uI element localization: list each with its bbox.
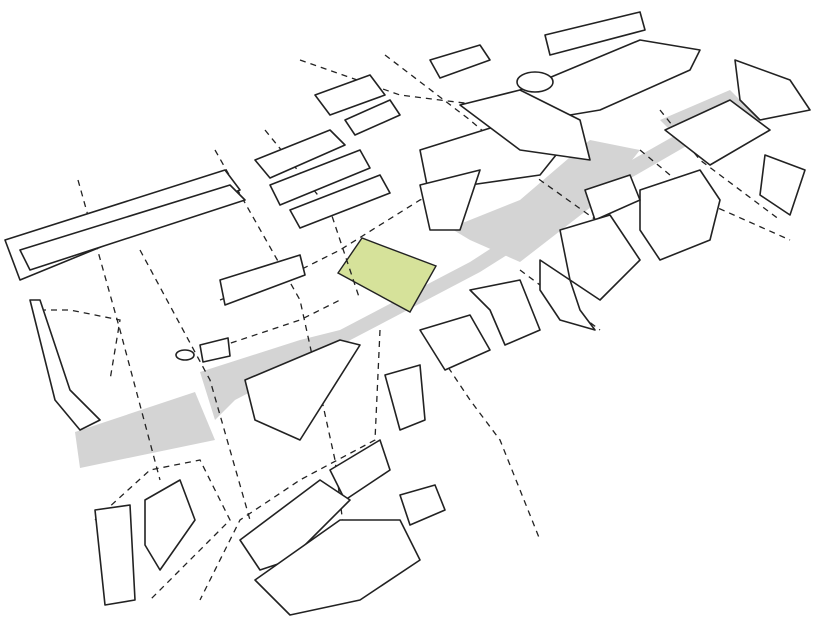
building-cluster-2 — [459, 89, 591, 161]
building-south-5 — [329, 439, 391, 501]
building-north-long — [544, 11, 646, 56]
building-south-9 — [144, 479, 196, 571]
building-south-6 — [399, 484, 446, 526]
building-north-3 — [429, 44, 491, 79]
building-long-west-inner — [19, 184, 246, 271]
building-south-8 — [254, 519, 421, 616]
building-row-2 — [269, 149, 371, 206]
building-courtyard-1 — [559, 214, 641, 301]
building-cluster-3 — [419, 169, 481, 231]
building-east-5 — [584, 174, 641, 221]
building-east-1 — [664, 99, 771, 166]
building-triangle — [244, 339, 361, 441]
building-east-4 — [639, 169, 721, 261]
building-east-2 — [734, 59, 811, 121]
building-south-1 — [539, 259, 596, 331]
building-south-3 — [419, 314, 491, 371]
building-row-3 — [289, 174, 391, 229]
building-block-mid — [219, 254, 306, 306]
tower-small — [175, 349, 195, 361]
street-main-band — [75, 392, 215, 468]
highlighted-parcel — [336, 237, 438, 313]
building-east-3 — [759, 154, 806, 216]
buildings — [4, 11, 811, 616]
dashed-path-lines — [40, 54, 791, 601]
tower-round — [516, 71, 554, 93]
building-south-7 — [239, 479, 351, 571]
building-south-4 — [384, 364, 426, 431]
building-north-2 — [344, 99, 401, 136]
building-north-1 — [314, 74, 386, 116]
building-south-2 — [469, 279, 541, 346]
building-south-west — [94, 504, 136, 606]
building-row-1 — [254, 129, 346, 179]
building-west-edge — [29, 299, 101, 431]
building-small-near-tower — [199, 337, 231, 363]
street-plaza — [450, 140, 640, 262]
